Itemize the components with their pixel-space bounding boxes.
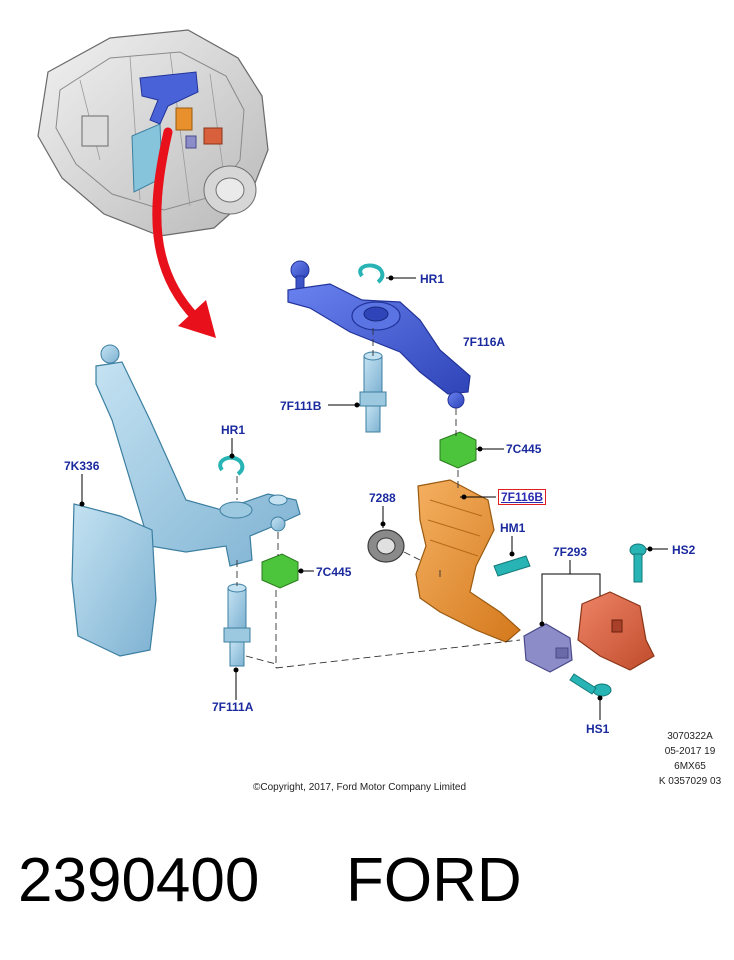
label-hs2: HS2 [672, 543, 696, 557]
part-7c445-block-left [261, 553, 314, 589]
part-hr1-clip-left [218, 438, 245, 476]
metadata-line-2: 05-2017 19 [664, 746, 716, 757]
part-7f111b-pin [328, 351, 387, 433]
label-7c445-left: 7C445 [316, 565, 352, 579]
label-7k336: 7K336 [64, 459, 100, 473]
label-7f116a: 7F116A [463, 335, 506, 349]
label-7f116b[interactable]: 7F116B [498, 489, 547, 505]
part-7f116a-lever [287, 260, 471, 409]
part-7f293-sensor [577, 591, 655, 671]
label-hs1: HS1 [586, 722, 610, 736]
part-hm1-pin [493, 536, 531, 577]
part-hs2-bolt [629, 543, 668, 583]
metadata-line-1: 3070322A [667, 731, 713, 742]
part-7k336-lever [71, 344, 301, 657]
label-7c445-top: 7C445 [506, 442, 542, 456]
metadata-line-4: K 0357029 03 [658, 776, 722, 787]
label-hr1-left: HR1 [221, 423, 246, 437]
brand-name: FORD [346, 846, 522, 915]
part-7f116b-housing [415, 479, 521, 643]
label-hr1-top: HR1 [420, 272, 445, 286]
pointer-arrow [152, 127, 216, 338]
label-7f111b: 7F111B [280, 399, 322, 413]
part-7c445-block-top [439, 431, 504, 469]
part-7f111a-pin [223, 583, 251, 700]
drawing-metadata: 3070322A 05-2017 19 6MX65 K 0357029 03 [648, 729, 732, 789]
part-number: 2390400 [18, 846, 260, 915]
metadata-line-3: 6MX65 [674, 761, 706, 772]
label-7f111a: 7F111A [212, 700, 254, 714]
copyright-notice: ©Copyright, 2017, Ford Motor Company Lim… [253, 782, 467, 793]
part-7288-seal [367, 506, 405, 563]
label-hm1: HM1 [500, 521, 526, 535]
label-7288: 7288 [369, 491, 396, 505]
gearbox-overview-illustration [37, 29, 269, 237]
label-7f293: 7F293 [553, 545, 588, 559]
part-hs1-bolt [569, 673, 612, 720]
part-7f293-connector [523, 560, 603, 673]
part-hr1-clip-top [358, 263, 416, 284]
assembly-dashed-lines [236, 328, 521, 669]
